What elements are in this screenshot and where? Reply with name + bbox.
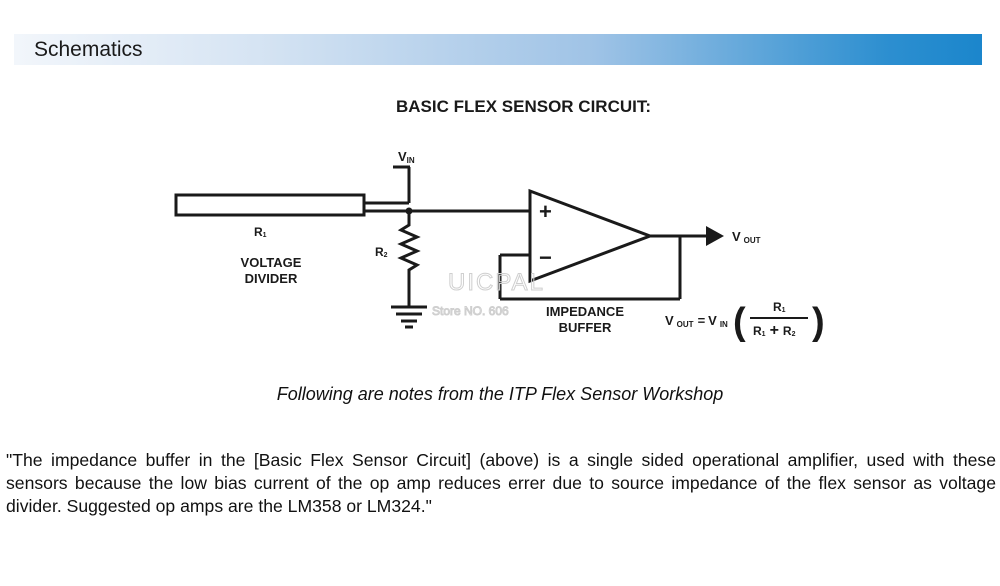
r2-label: R2 bbox=[375, 245, 388, 259]
vin-label: VIN bbox=[398, 149, 415, 165]
section-title: Schematics bbox=[34, 38, 143, 61]
voltage-divider-label-line2: DIVIDER bbox=[245, 271, 298, 286]
flex-sensor-r1 bbox=[174, 193, 366, 217]
diagram-caption: Following are notes from the ITP Flex Se… bbox=[276, 384, 724, 404]
diagram-title: BASIC FLEX SENSOR CIRCUIT: bbox=[396, 97, 651, 116]
workshop-note-paragraph: "The impedance buffer in the [Basic Flex… bbox=[6, 450, 996, 516]
voltage-divider-label-line1: VOLTAGE bbox=[241, 255, 302, 270]
op-amp-minus-sign: − bbox=[539, 245, 552, 270]
watermark-brand: UICPAL bbox=[448, 269, 545, 296]
impedance-buffer-label-line1: IMPEDANCE bbox=[546, 304, 624, 319]
watermark-store: Store NO. 606 bbox=[432, 304, 509, 318]
op-amp-triangle bbox=[528, 188, 655, 284]
formula-denominator: R1+R2 bbox=[753, 322, 796, 339]
formula-numerator: R1 bbox=[773, 300, 786, 314]
output-arrow-icon bbox=[706, 226, 724, 246]
impedance-buffer-label-line2: BUFFER bbox=[559, 320, 612, 335]
section-header-bar: Schematics bbox=[14, 34, 982, 65]
r1-label: R1 bbox=[254, 225, 267, 239]
op-amp-plus-sign: + bbox=[539, 199, 552, 224]
resistor-r2 bbox=[397, 211, 421, 307]
formula-close-paren: ) bbox=[812, 301, 825, 343]
formula-open-paren: ( bbox=[733, 301, 746, 343]
